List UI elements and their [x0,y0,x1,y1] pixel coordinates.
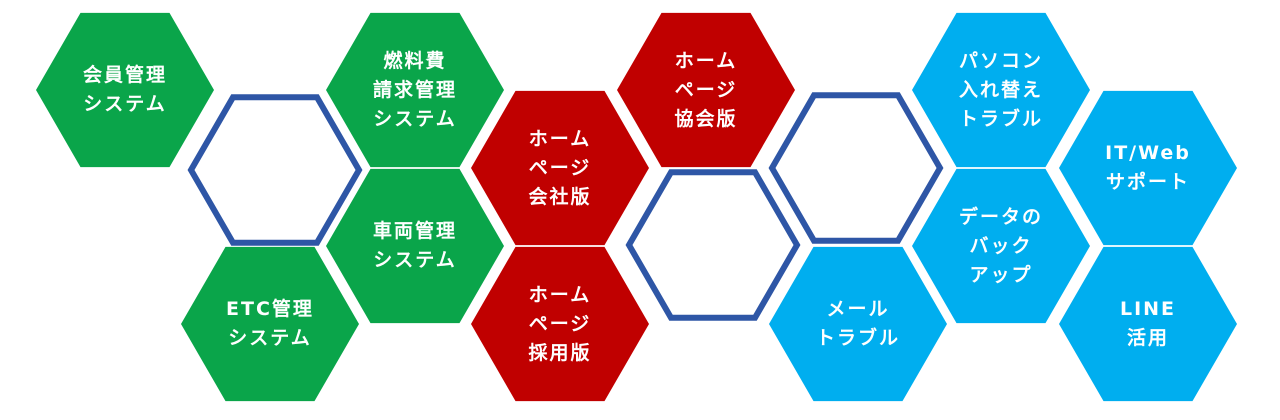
hexagon-etc [181,246,359,402]
hexagon-data [912,168,1090,324]
hexagon-hp-kyokai [617,12,795,168]
hexagon-line [1059,246,1237,402]
outline-hexagon-empty-2 [625,169,801,321]
outline-hexagon-empty-1 [187,94,363,246]
hexagon-itweb [1059,90,1237,246]
outline-hexagon-empty-3 [768,92,944,244]
hexagon-kaiin [36,12,214,168]
hexagon-mail [769,246,947,402]
hexagon-hp-kaisha [471,90,649,246]
hexagon-pasokon [912,12,1090,168]
hexagon-nenryohi [326,12,504,168]
hexagon-sharyo [326,168,504,324]
hexagon-hp-saiyo [471,246,649,402]
